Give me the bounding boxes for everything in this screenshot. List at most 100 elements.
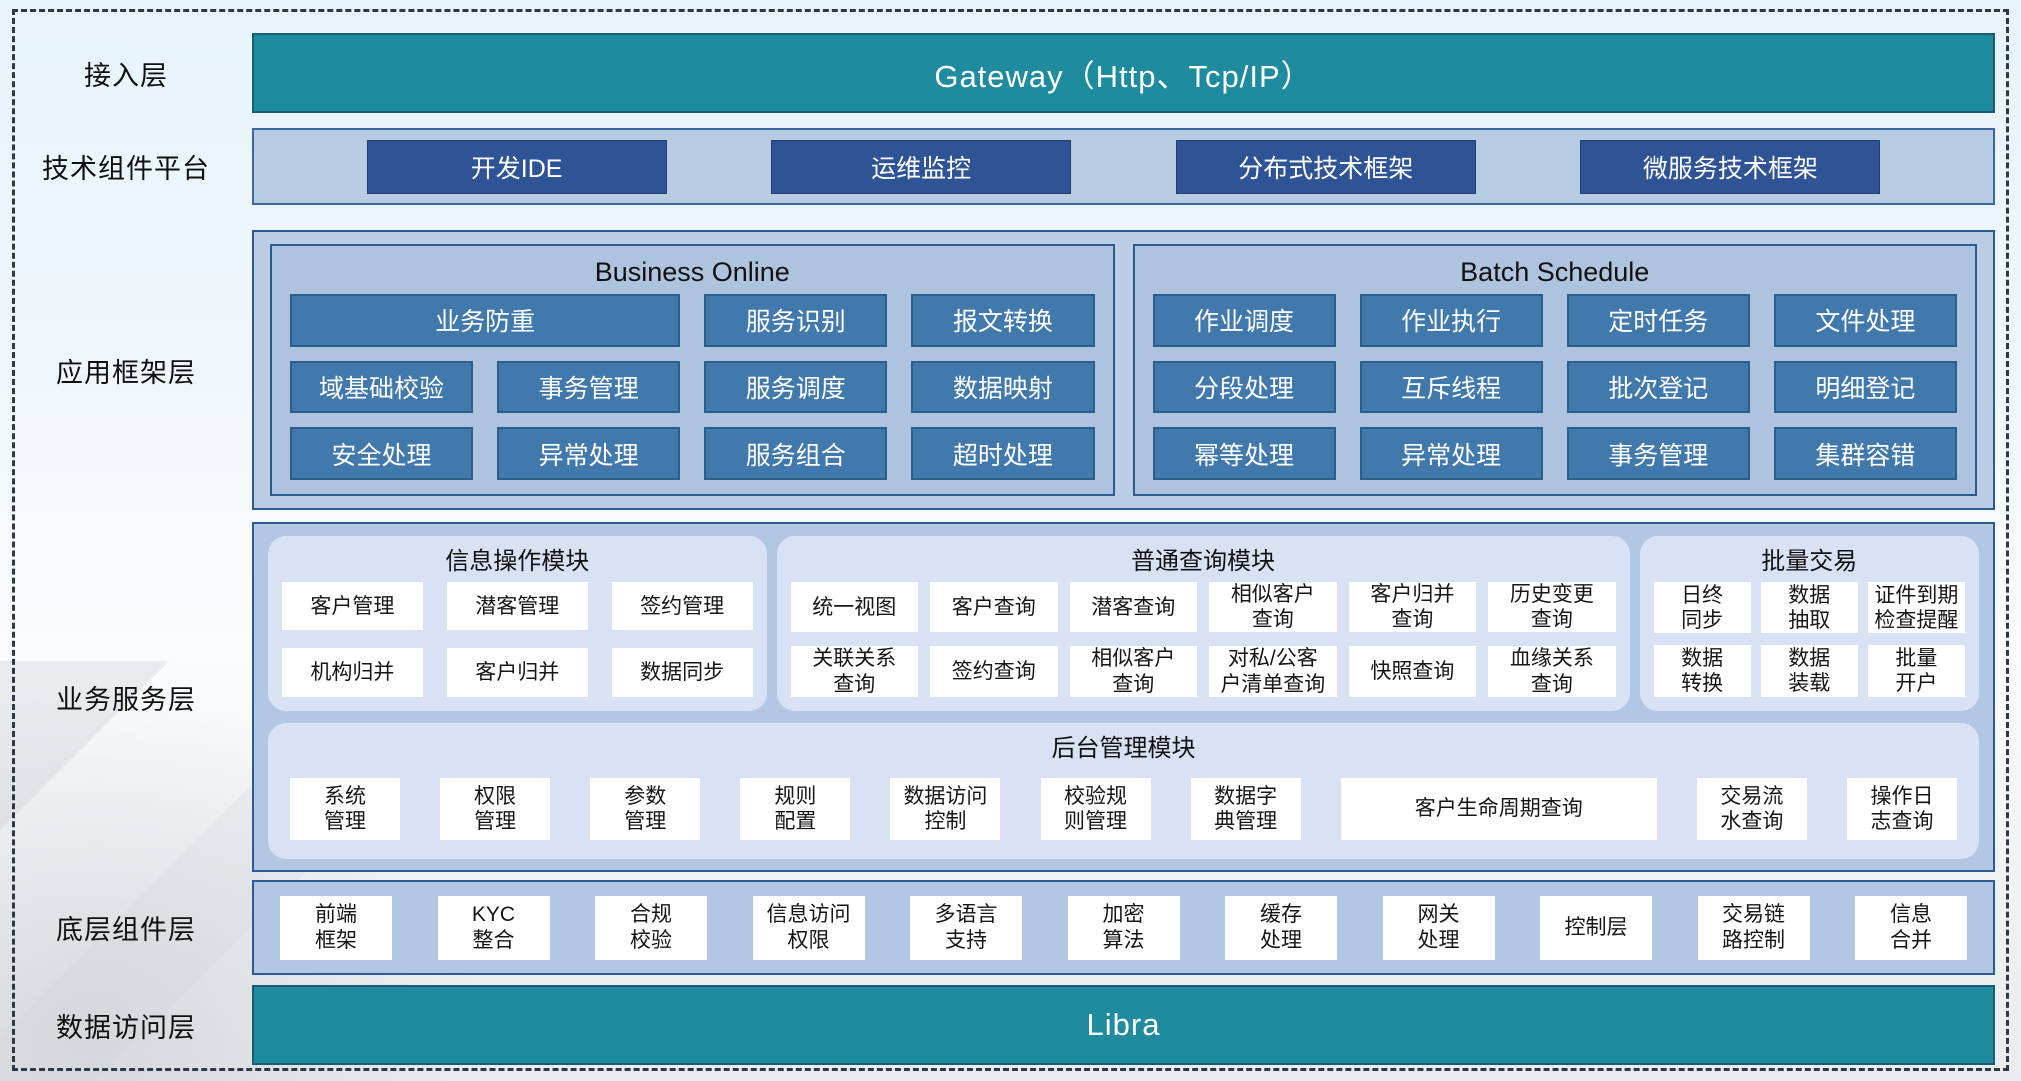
service-box: 客户查询 [930,582,1058,633]
admin-module-title: 后台管理模块 [1051,734,1196,762]
framework-button: 业务防重 [290,294,681,347]
admin-module-grid: 系统 管理权限 管理参数 管理规则 配置数据访问 控制校验规 则管理数据字 典管… [282,769,1965,849]
business-online-grid: 业务防重服务识别报文转换域基础校验事务管理服务调度数据映射安全处理异常处理服务组… [290,294,1095,480]
service-box: 关联关系 查询 [790,646,919,697]
framework-button: 明细登记 [1773,360,1957,414]
service-box: 签约管理 [611,582,753,631]
framework-button: 集群容错 [1773,427,1957,480]
batch-schedule-grid: 作业调度作业执行定时任务文件处理分段处理互斥线程批次登记明细登记幂等处理异常处理… [1152,294,1957,480]
component-box: 加密 算法 [1067,895,1180,960]
admin-module: 后台管理模块 系统 管理权限 管理参数 管理规则 配置数据访问 控制校验规 则管… [268,722,1979,859]
batch-schedule-panel: Batch Schedule 作业调度作业执行定时任务文件处理分段处理互斥线程批… [1132,244,1977,496]
service-box: 快照查询 [1348,646,1477,697]
framework-button: 事务管理 [1566,427,1750,480]
service-box: 批量 开户 [1867,645,1965,697]
business-online-panel: Business Online 业务防重服务识别报文转换域基础校验事务管理服务调… [270,244,1115,496]
service-box: 证件到期 检查提醒 [1867,582,1965,634]
layer-label-data-access: 数据访问层 [56,1012,196,1043]
tech-component-button: 微服务技术框架 [1580,139,1881,194]
info-operation-title: 信息操作模块 [445,548,590,575]
admin-box: 交易流 水查询 [1696,777,1807,840]
component-box: 交易链 路控制 [1697,895,1810,960]
libra-bar: Libra [252,985,1995,1065]
tech-platform-panel: 开发IDE 运维监控 分布式技术框架 微服务技术框架 [252,128,1995,205]
service-box: 数据 抽取 [1760,582,1858,634]
admin-box: 客户生命周期查询 [1340,777,1657,840]
service-box: 签约查询 [930,646,1058,697]
business-service-panel: 信息操作模块 客户管理潜客管理签约管理机构归并客户归并数据同步 普通查询模块 统… [252,522,1995,872]
general-query-title: 普通查询模块 [1131,548,1276,575]
service-modules-row: 信息操作模块 客户管理潜客管理签约管理机构归并客户归并数据同步 普通查询模块 统… [268,536,1979,711]
layer-label-access: 接入层 [84,60,168,91]
component-box: 多语言 支持 [910,895,1022,960]
framework-button: 幂等处理 [1152,427,1336,480]
info-operation-grid: 客户管理潜客管理签约管理机构归并客户归并数据同步 [282,582,753,697]
layer-label-tech-platform: 技术组件平台 [42,154,210,184]
batch-transaction-module: 批量交易 日终 同步数据 抽取证件到期 检查提醒数据 转换数据 装载批量 开户 [1639,536,1979,711]
service-box: 数据 装载 [1760,645,1858,697]
framework-button: 文件处理 [1773,294,1957,347]
component-box: 信息 合并 [1855,895,1967,960]
service-box: 对私/公客 户清单查询 [1209,646,1337,697]
admin-box: 数据字 典管理 [1190,777,1301,840]
batch-schedule-title: Batch Schedule [1460,257,1650,287]
layer-label-base-components: 底层组件层 [56,915,196,945]
admin-box: 规则 配置 [740,777,851,840]
admin-box: 系统 管理 [290,777,400,840]
batch-transaction-title: 批量交易 [1761,548,1858,575]
layer-label-business-service: 业务服务层 [56,684,196,715]
service-box: 相似客户 查询 [1209,582,1337,633]
layer-row-business-service: 业务服务层 信息操作模块 客户管理潜客管理签约管理机构归并客户归并数据同步 普通… [0,522,2021,872]
layer-row-app-framework: 应用框架层 Business Online 业务防重服务识别报文转换域基础校验事… [0,230,2021,510]
framework-button: 分段处理 [1152,360,1336,414]
layer-row-access: 接入层 Gateway（Http、Tcp/IP） [0,33,2021,113]
framework-button: 服务调度 [704,360,888,414]
admin-box: 数据访问 控制 [890,777,1001,840]
service-box: 客户归并 [446,648,588,697]
gateway-bar: Gateway（Http、Tcp/IP） [252,33,1995,113]
admin-box: 权限 管理 [440,777,551,840]
framework-button: 超时处理 [911,427,1095,480]
component-box: KYC 整合 [437,895,550,960]
framework-button: 作业调度 [1152,294,1336,347]
framework-button: 定时任务 [1566,294,1750,347]
framework-button: 服务组合 [704,427,888,480]
service-box: 日终 同步 [1653,582,1751,634]
framework-button: 异常处理 [1359,427,1543,480]
service-box: 数据同步 [611,648,753,697]
framework-button: 服务识别 [704,294,888,347]
info-operation-module: 信息操作模块 客户管理潜客管理签约管理机构归并客户归并数据同步 [268,536,767,711]
framework-button: 异常处理 [497,427,681,480]
service-box: 相似客户 查询 [1069,646,1198,697]
component-box: 合规 校验 [595,895,707,960]
framework-button: 安全处理 [290,427,474,480]
admin-box: 校验规 则管理 [1040,777,1151,840]
component-box: 网关 处理 [1382,895,1495,960]
tech-component-button: 开发IDE [366,139,667,194]
service-box: 客户管理 [282,582,423,631]
component-box: 前端 框架 [280,895,392,960]
component-box: 控制层 [1540,895,1652,960]
service-box: 潜客管理 [446,582,588,631]
tech-component-button: 分布式技术框架 [1175,139,1476,194]
admin-box: 操作日 志查询 [1846,777,1957,840]
admin-box: 参数 管理 [590,777,701,840]
framework-button: 报文转换 [911,294,1095,347]
layer-row-tech-platform: 技术组件平台 开发IDE 运维监控 分布式技术框架 微服务技术框架 [0,128,2021,205]
layer-row-data-access: 数据访问层 Libra [0,985,2021,1065]
component-box: 信息访问 权限 [752,895,865,960]
service-box: 数据 转换 [1653,645,1751,697]
general-query-grid: 统一视图客户查询潜客查询相似客户 查询客户归并 查询历史变更 查询关联关系 查询… [790,582,1616,697]
service-box: 统一视图 [790,582,919,633]
service-box: 血缘关系 查询 [1488,646,1616,697]
app-framework-panel: Business Online 业务防重服务识别报文转换域基础校验事务管理服务调… [252,230,1995,510]
framework-button: 批次登记 [1566,360,1750,414]
layer-label-app-framework: 应用框架层 [56,357,196,388]
business-online-title: Business Online [594,257,790,287]
tech-component-button: 运维监控 [771,139,1072,194]
service-box: 机构归并 [282,648,423,697]
framework-button: 互斥线程 [1359,360,1543,414]
batch-transaction-grid: 日终 同步数据 抽取证件到期 检查提醒数据 转换数据 装载批量 开户 [1653,582,1965,697]
